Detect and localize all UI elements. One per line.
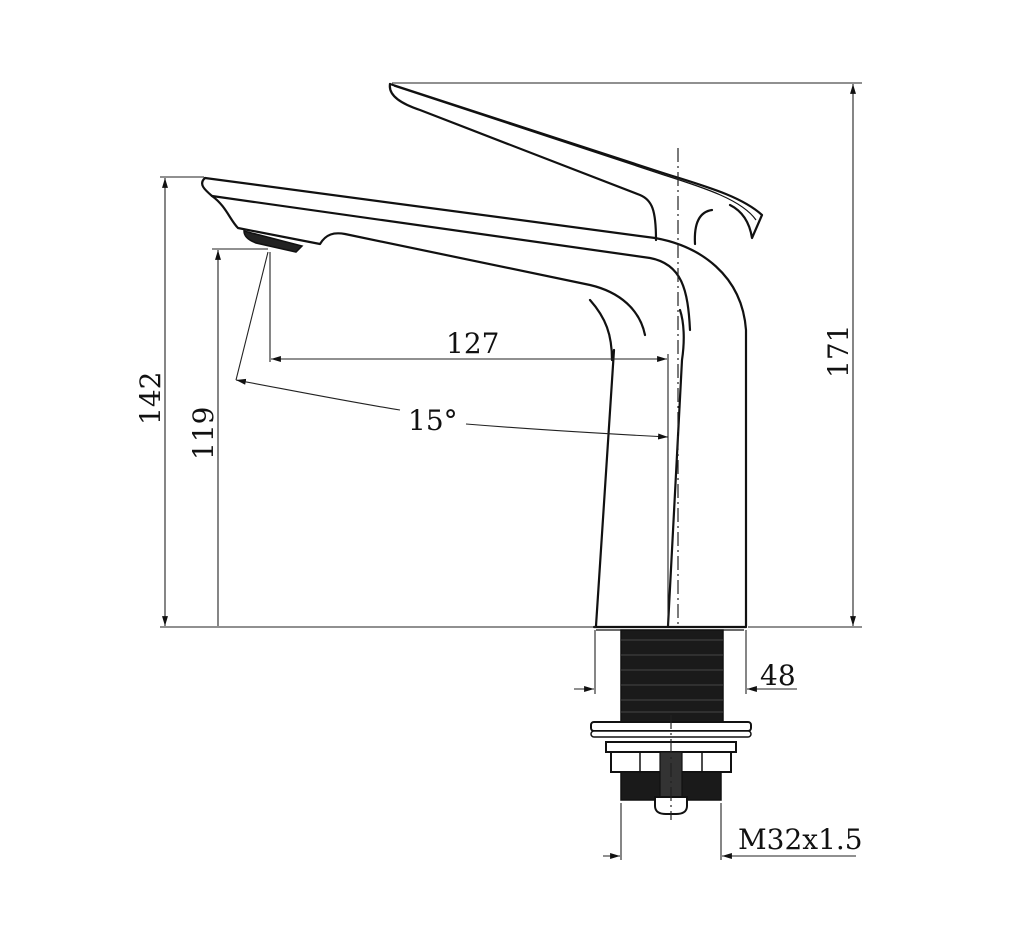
dimension-spout-reach: 127	[269, 252, 669, 626]
dimension-overall-height: 171	[392, 82, 862, 628]
aerator	[243, 230, 304, 253]
outlet-height-label: 119	[187, 407, 220, 460]
faucet-body	[201, 176, 748, 631]
dimension-rotation-angle: 15°	[235, 251, 669, 440]
dimension-spout-top-height: 142	[134, 176, 596, 628]
mounting-thread	[590, 629, 752, 820]
base-diameter-label: 48	[760, 659, 796, 692]
thread-spec-label: M32x1.5	[738, 823, 863, 856]
overall-height-label: 171	[822, 325, 855, 378]
spout-top-height-label: 142	[134, 372, 167, 425]
dimension-base-diameter: 48	[574, 630, 797, 694]
spout-reach-label: 127	[446, 327, 499, 360]
dimension-thread-spec: M32x1.5	[603, 803, 863, 860]
dimension-outlet-height: 119	[187, 248, 268, 626]
rotation-angle-label: 15°	[408, 404, 458, 437]
handle-lever	[388, 82, 764, 246]
